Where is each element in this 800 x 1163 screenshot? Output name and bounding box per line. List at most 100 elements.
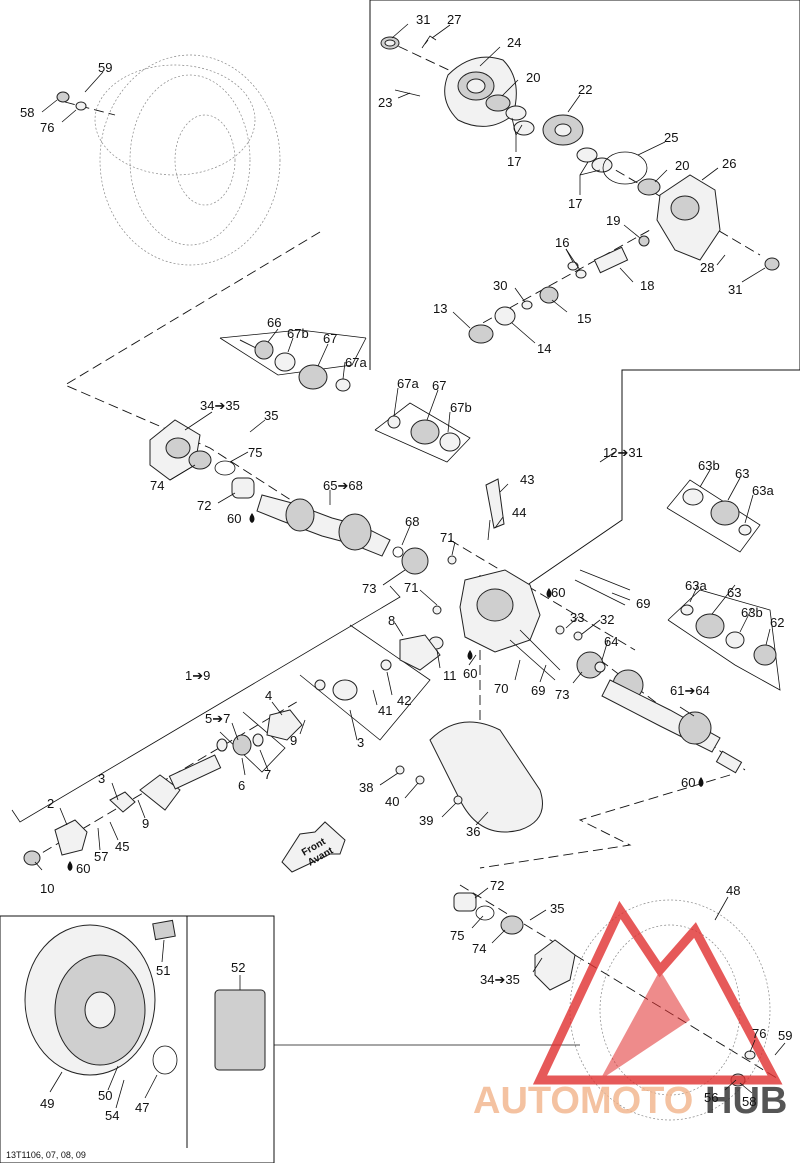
callout-9b: 9 [142, 816, 149, 831]
callout-60d: 60 [681, 775, 695, 790]
callout-73b: 73 [555, 687, 569, 702]
callout-17: 17 [507, 154, 521, 169]
callout-63b: 63b [698, 458, 720, 473]
callout-60e: 60 [76, 861, 90, 876]
callout-31: 31 [416, 12, 430, 27]
callout-73: 73 [362, 581, 376, 596]
callout-28: 28 [700, 260, 714, 275]
callout-38: 38 [359, 780, 373, 795]
callout-31b: 31 [728, 282, 742, 297]
callout-36: 36 [466, 824, 480, 839]
callout-33: 33 [570, 610, 584, 625]
callout-76b: 76 [752, 1026, 766, 1041]
callout-35b: 35 [550, 901, 564, 916]
callout-49: 49 [40, 1096, 54, 1111]
callout-62: 62 [770, 615, 784, 630]
callout-3b: 3 [98, 771, 105, 786]
callout-63: 63 [735, 466, 749, 481]
callout-71b: 71 [404, 580, 418, 595]
callout-23: 23 [378, 95, 392, 110]
callout-4: 4 [265, 688, 272, 703]
callout-50: 50 [98, 1088, 112, 1103]
callout-60: 60 [227, 511, 241, 526]
callout-47: 47 [135, 1100, 149, 1115]
callout-40: 40 [385, 794, 399, 809]
callout-58: 58 [20, 105, 34, 120]
callout-1-9: 1➔9 [185, 668, 210, 683]
callout-56: 56 [704, 1090, 718, 1105]
callout-65-68: 65➔68 [323, 478, 363, 493]
callout-76: 76 [40, 120, 54, 135]
left-wheel-ghost [56, 54, 281, 266]
callout-67a-b: 67a [397, 376, 419, 391]
callout-61-64: 61➔64 [670, 683, 710, 698]
callout-63b-b: 63b [741, 605, 763, 620]
callout-17b: 17 [568, 196, 582, 211]
callout-18: 18 [640, 278, 654, 293]
callout-75b: 75 [450, 928, 464, 943]
rim-detail [24, 919, 266, 1076]
callout-30: 30 [493, 278, 507, 293]
callout-34-35: 34➔35 [200, 398, 240, 413]
callout-51: 51 [156, 963, 170, 978]
callout-13: 13 [433, 301, 447, 316]
wheel-detail-frame [0, 915, 580, 1163]
drop-icon [546, 588, 552, 598]
leader-lines [34, 23, 786, 1109]
callout-9: 9 [290, 733, 297, 748]
drop-icon [249, 513, 255, 523]
callout-45: 45 [115, 839, 129, 854]
callout-42: 42 [397, 693, 411, 708]
skid-plate [395, 721, 543, 833]
callout-24: 24 [507, 35, 521, 50]
callout-74b: 74 [472, 941, 486, 956]
callout-67-b: 67 [432, 378, 446, 393]
callout-14: 14 [537, 341, 551, 356]
watermark-text-a: AUTOMOTO [473, 1080, 693, 1122]
rear-differential-housing [428, 478, 631, 681]
drop-icon [467, 650, 473, 660]
lubricant-drop-icons [67, 513, 704, 871]
callout-59b: 59 [778, 1028, 792, 1043]
callout-75: 75 [248, 445, 262, 460]
watermark-text-b: HUB [705, 1080, 787, 1122]
callout-67b: 67b [287, 326, 309, 341]
callout-52: 52 [231, 960, 245, 975]
callout-72: 72 [197, 498, 211, 513]
callout-5-7: 5➔7 [205, 711, 230, 726]
callout-12-31: 12➔31 [603, 445, 643, 460]
callout-58b: 58 [742, 1094, 756, 1109]
callout-15: 15 [577, 311, 591, 326]
callout-63-b: 63 [727, 585, 741, 600]
callout-67b-b: 67b [450, 400, 472, 415]
callout-44: 44 [512, 505, 526, 520]
figure-code: 13T1106, 07, 08, 09 [6, 1150, 86, 1160]
callout-41: 41 [378, 703, 392, 718]
callout-27: 27 [447, 12, 461, 27]
drop-icon [67, 861, 73, 871]
callout-7: 7 [264, 767, 271, 782]
callout-35: 35 [264, 408, 278, 423]
callout-20: 20 [526, 70, 540, 85]
callout-72b: 72 [490, 878, 504, 893]
callout-63a: 63a [752, 483, 774, 498]
callout-10: 10 [40, 881, 54, 896]
callout-69b: 69 [531, 683, 545, 698]
callout-2: 2 [47, 796, 54, 811]
callout-20b: 20 [675, 158, 689, 173]
callout-57: 57 [94, 849, 108, 864]
callout-60b: 60 [551, 585, 565, 600]
callout-11: 11 [443, 668, 457, 683]
right-drive-shaft [601, 488, 777, 774]
callout-6: 6 [238, 778, 245, 793]
callout-3: 3 [357, 735, 364, 750]
callout-63a-b: 63a [685, 578, 707, 593]
callout-59: 59 [98, 60, 112, 75]
callout-32: 32 [600, 612, 614, 627]
callout-39: 39 [419, 813, 433, 828]
callout-66: 66 [267, 315, 281, 330]
front-direction-arrow: Front Avant [281, 821, 346, 873]
watermark-logo: AUTOMOTO HUB [473, 900, 787, 1122]
drop-icon [698, 777, 704, 787]
